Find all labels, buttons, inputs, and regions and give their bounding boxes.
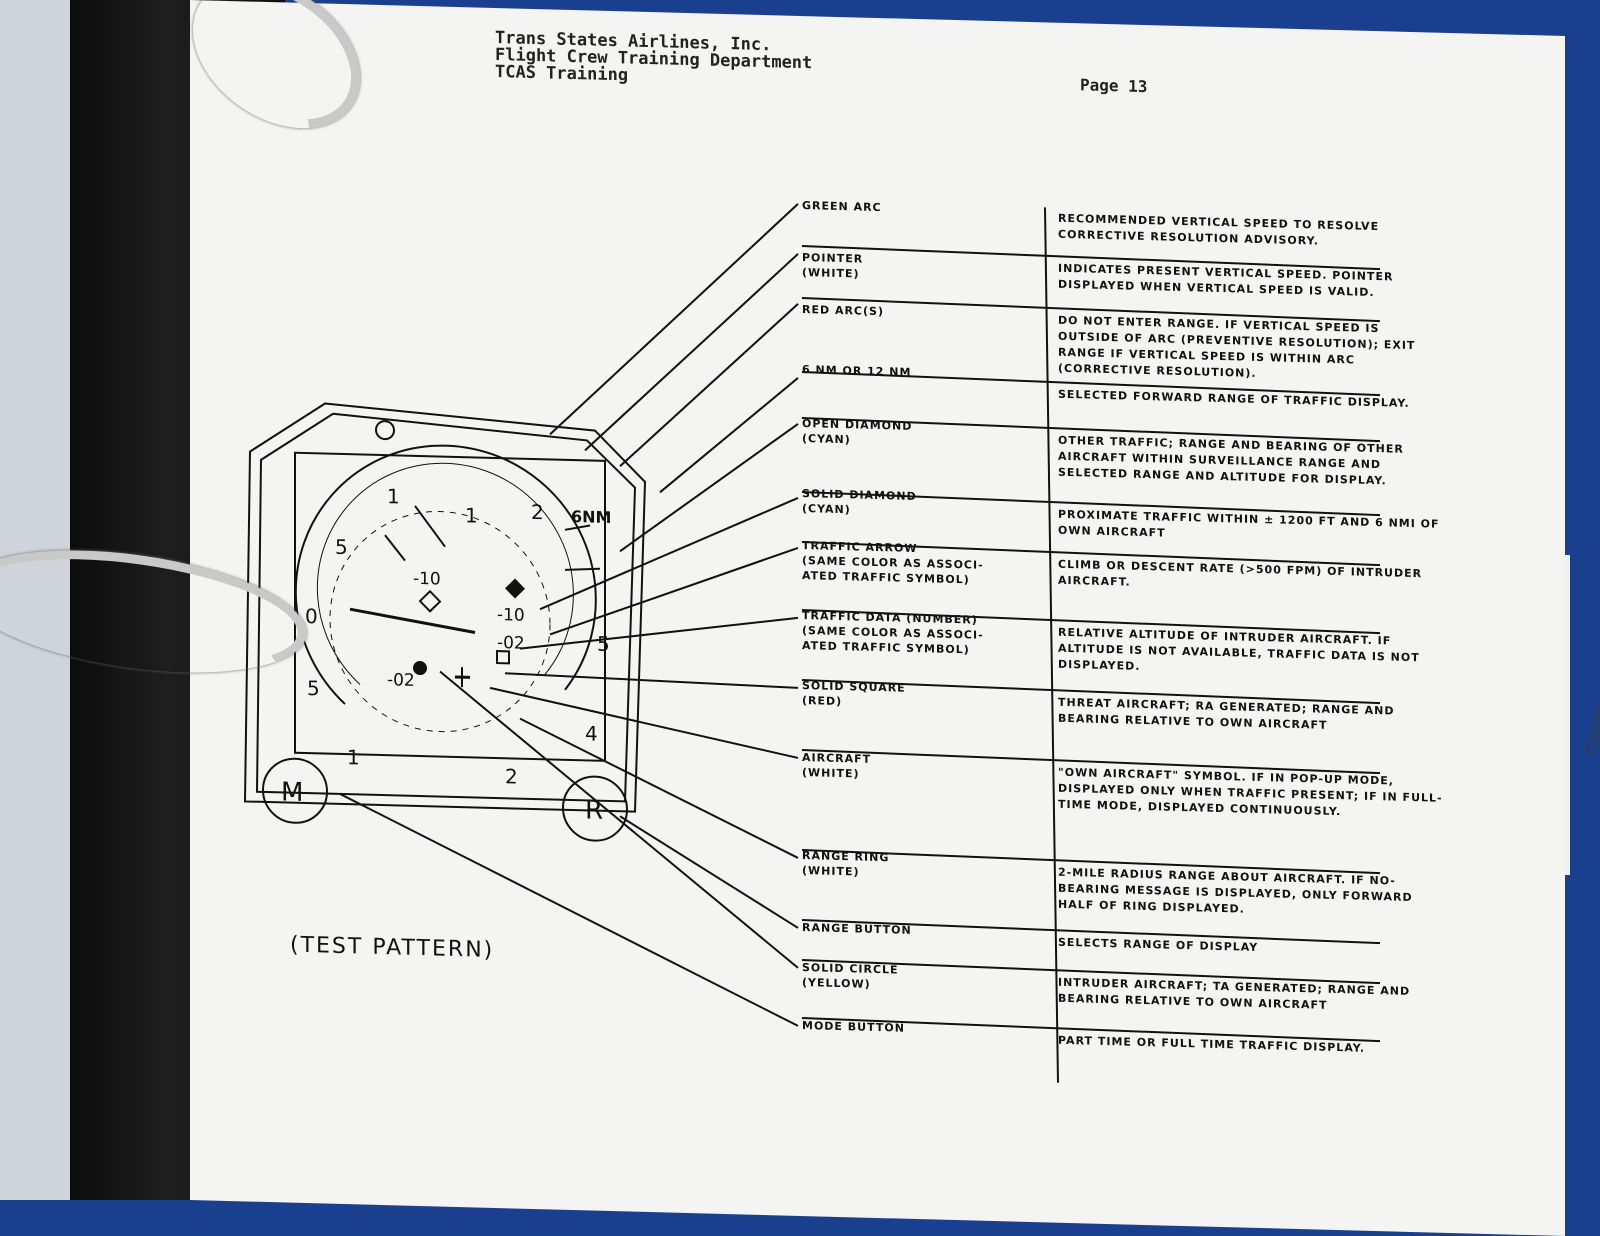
leader-line xyxy=(660,374,798,496)
leader-line xyxy=(550,541,798,640)
callout-label-solid-diamond: SOLID DIAMOND (CYAN) xyxy=(802,486,1030,522)
leader-line xyxy=(490,688,798,758)
leader-line xyxy=(550,197,798,440)
callout-label-range-ring: RANGE RING (WHITE) xyxy=(802,848,1030,884)
callout-label-solid-circle: SOLID CIRCLE (YELLOW) xyxy=(802,960,1030,996)
column-separator xyxy=(1045,207,1058,1082)
leader-line xyxy=(585,248,798,456)
callout-desc-aircraft: "OWN AIRCRAFT" SYMBOL. IF IN POP-UP MODE… xyxy=(1058,765,1443,823)
callout-desc-red-arcs: DO NOT ENTER RANGE. IF VERTICAL SPEED IS… xyxy=(1058,313,1443,387)
leader-line xyxy=(440,672,798,968)
callout-label-solid-square: SOLID SQUARE (RED) xyxy=(802,678,1030,714)
underlying-sheet-text: Checklists / Flow xyxy=(1583,639,1600,756)
leader-line xyxy=(540,491,798,616)
callout-desc-open-diamond: OTHER TRAFFIC; RANGE AND BEARING OF OTHE… xyxy=(1058,433,1443,491)
callout-label-traffic-arrow: TRAFFIC ARROW (SAME COLOR AS ASSOCI- ATE… xyxy=(802,538,1030,589)
leader-line xyxy=(620,299,798,471)
callout-label-pointer: POINTER (WHITE) xyxy=(802,250,1030,286)
leader-line xyxy=(520,719,798,858)
callout-label-aircraft: AIRCRAFT (WHITE) xyxy=(802,750,1030,786)
leader-line xyxy=(505,673,798,688)
callout-label-traffic-data: TRAFFIC DATA (NUMBER) (SAME COLOR AS ASS… xyxy=(802,608,1030,659)
callout-desc-range-ring: 2-MILE RADIUS RANGE ABOUT AIRCRAFT. IF N… xyxy=(1058,865,1443,923)
callout-desc-traffic-data: RELATIVE ALTITUDE OF INTRUDER AIRCRAFT. … xyxy=(1058,625,1443,683)
leader-line xyxy=(620,816,798,928)
callout-label-open-diamond: OPEN DIAMOND (CYAN) xyxy=(802,416,1030,452)
document-page: Trans States Airlines, Inc. Flight Crew … xyxy=(190,0,1565,1236)
leader-line xyxy=(520,611,798,656)
